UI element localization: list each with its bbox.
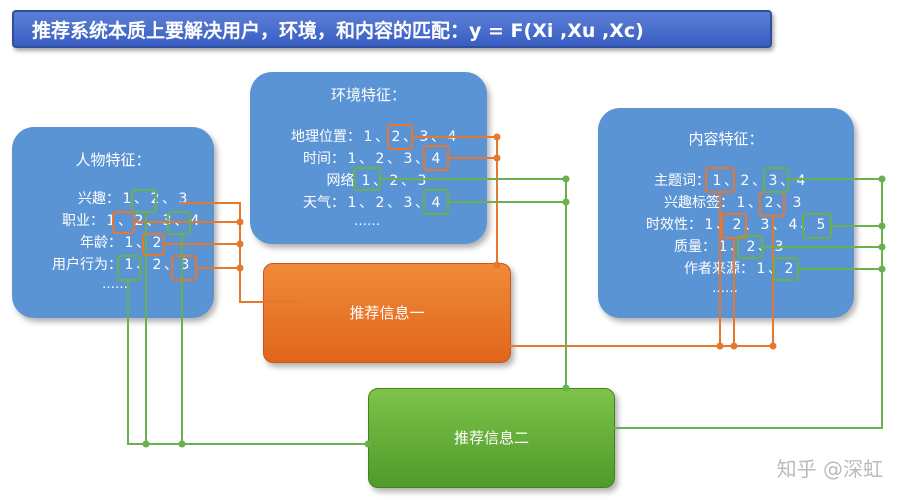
green-connectors-content	[613, 167, 883, 429]
orange-connectors-person	[112, 202, 300, 303]
content-ellipsis: ……	[712, 281, 738, 296]
highlight-tag-2	[759, 191, 785, 217]
highlight-quality-2	[737, 235, 763, 259]
highlight-job-4	[167, 211, 191, 235]
line-network	[380, 178, 567, 388]
watermark: 知乎 @深虹	[776, 457, 883, 481]
environment-heading: 环境特征：	[330, 86, 406, 104]
person-row-behavior: 用户行为：1、2、3	[52, 257, 190, 273]
line-person-to-info-two	[127, 280, 368, 445]
highlight-topic-3	[763, 167, 789, 193]
highlight-behavior-1	[117, 255, 141, 281]
recommendation-info-two: 推荐信息二	[368, 388, 615, 488]
highlight-author-2	[773, 257, 799, 281]
junction-dots	[142, 133, 886, 448]
highlight-job-2	[112, 211, 135, 234]
highlight-weather-4	[423, 189, 449, 215]
highlight-topic-1	[705, 167, 735, 193]
content-heading: 内容特征：	[688, 130, 764, 148]
highlight-timeliness-2	[721, 213, 747, 239]
content-row-tag: 兴趣标签：1、2、3	[664, 195, 802, 211]
highlight-network-1	[353, 167, 381, 191]
orange-connectors-env	[387, 124, 498, 265]
recommendation-info-one-label: 推荐信息一	[349, 304, 425, 322]
line-topic-3	[613, 178, 883, 429]
green-connectors-person	[117, 189, 368, 445]
env-row-network: 网络 1、2、3	[326, 173, 427, 189]
highlight-location-2	[387, 124, 413, 150]
highlight-time-4	[423, 145, 449, 171]
highlight-timeliness-5	[802, 213, 832, 239]
env-ellipsis: ……	[354, 214, 380, 229]
env-row-weather: 天气：1、2、3、4	[303, 195, 441, 211]
line-person-to-info-one	[180, 202, 300, 303]
recommendation-info-one: 推荐信息一	[263, 263, 511, 363]
env-row-time: 时间：1、2、3、4	[303, 151, 441, 167]
orange-connectors-content	[509, 167, 785, 347]
page-title: 推荐系统本质上要解决用户，环境，和内容的匹配：y = F(Xi ,Xu ,Xc)	[12, 10, 772, 48]
recommendation-info-two-label: 推荐信息二	[453, 429, 529, 447]
highlight-interest-2	[131, 189, 157, 213]
person-row-interest: 兴趣：1、2、3	[78, 191, 188, 207]
highlight-behavior-3	[171, 255, 197, 281]
green-connectors-env	[353, 167, 567, 388]
person-heading: 人物特征：	[75, 151, 151, 169]
